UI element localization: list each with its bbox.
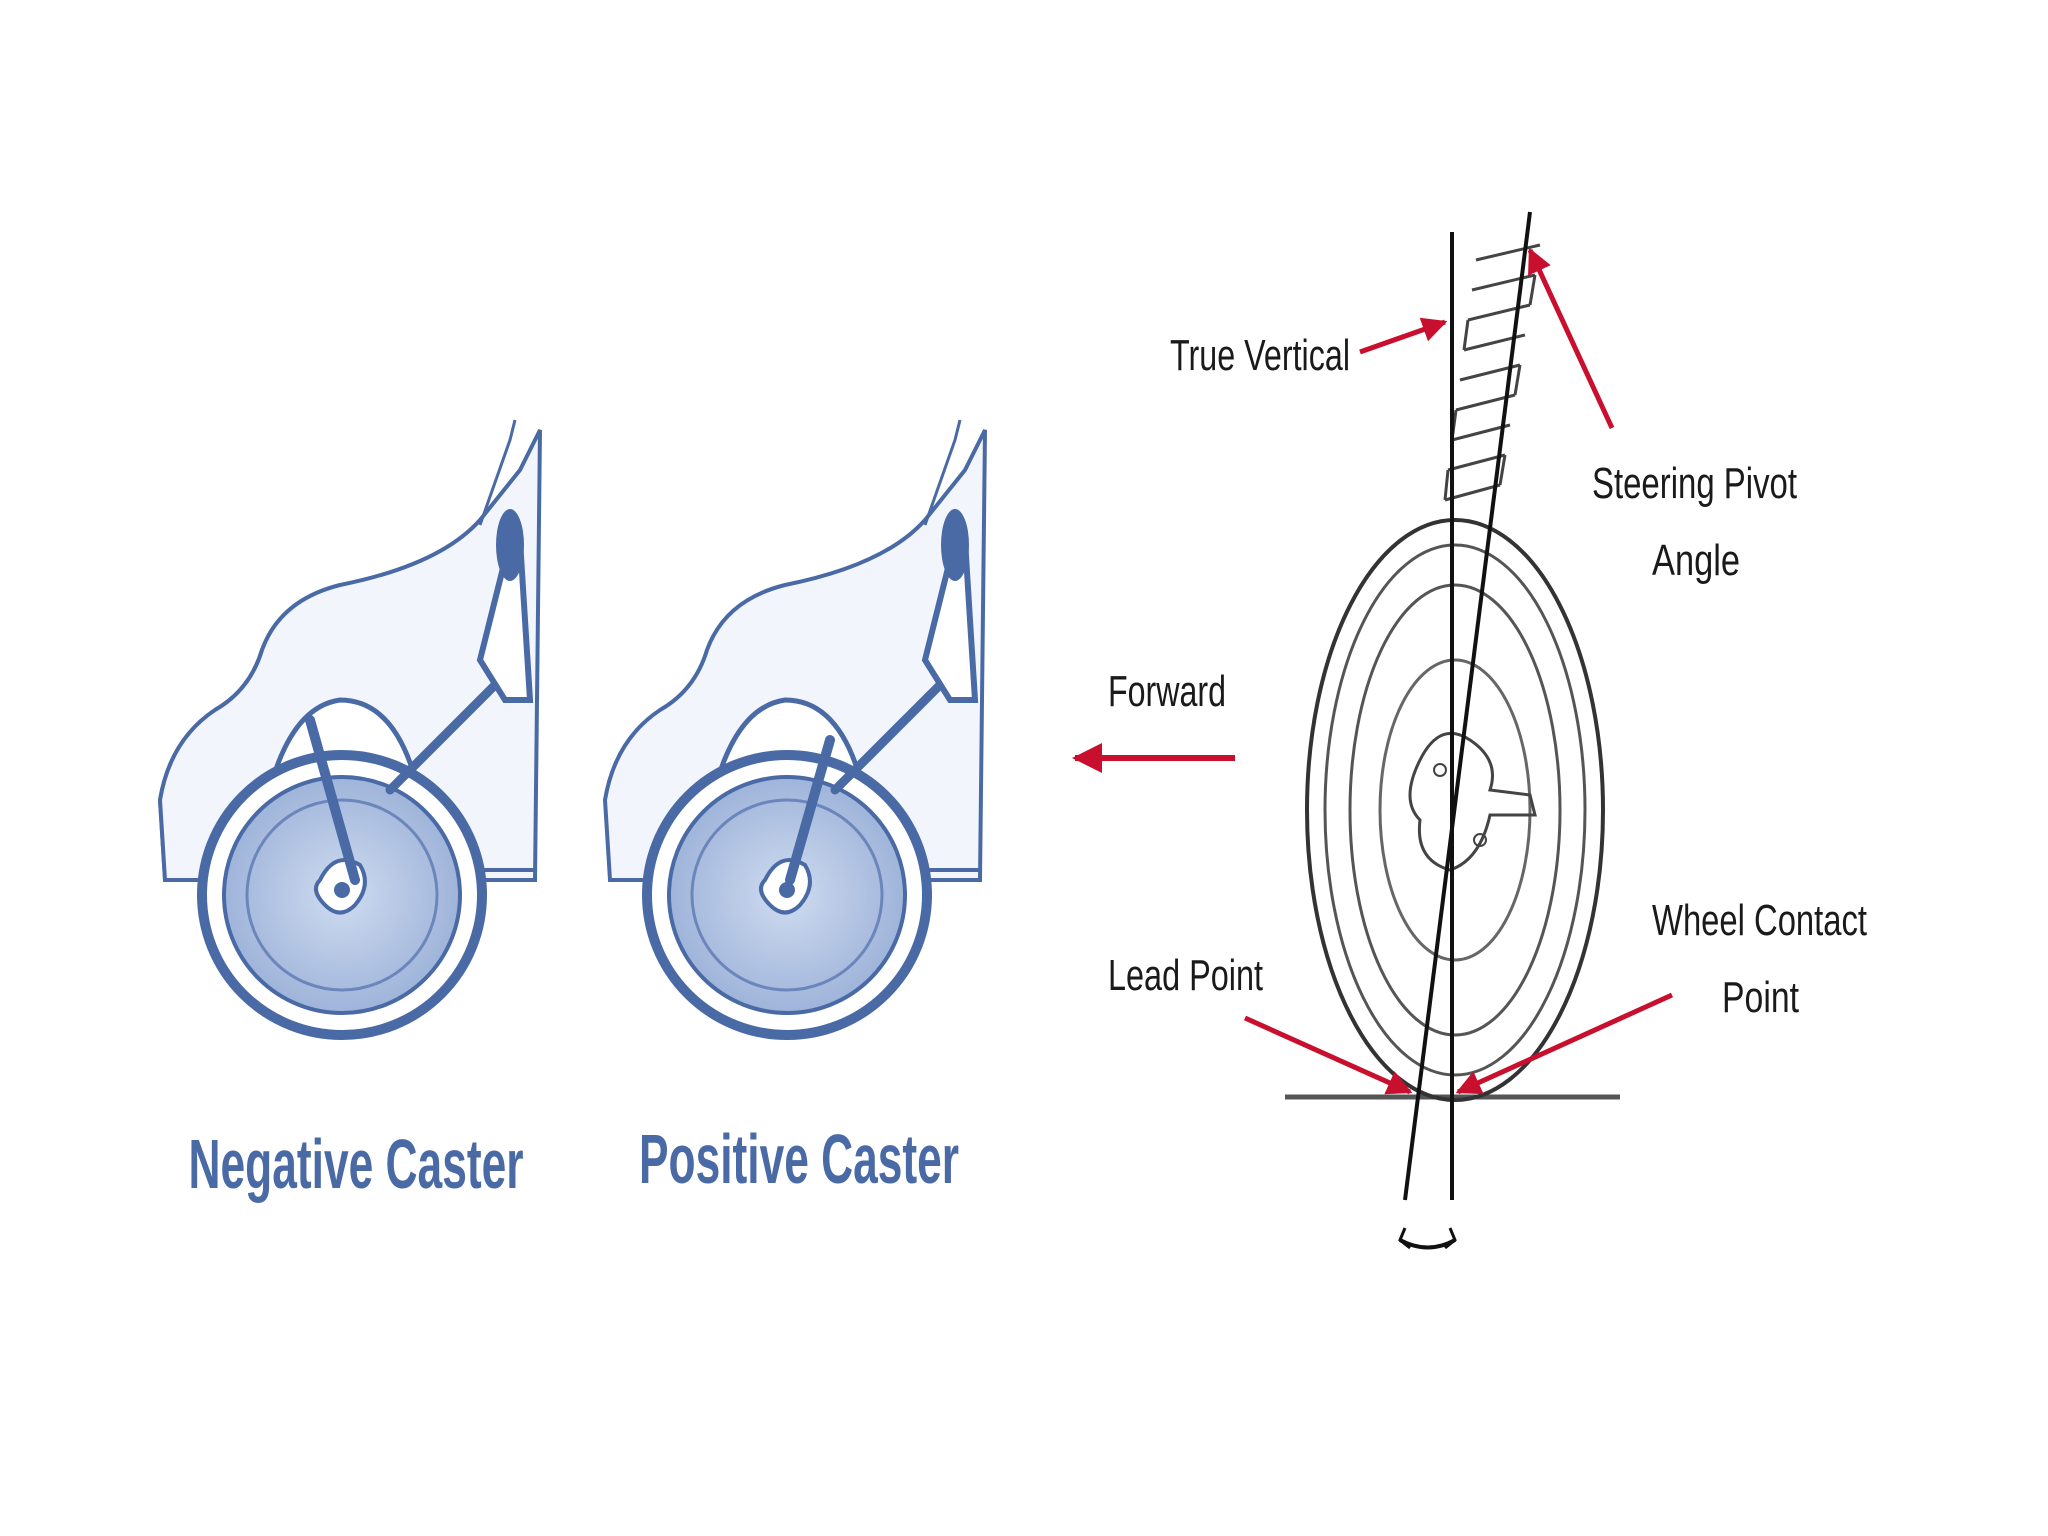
hub-bolt <box>1473 833 1487 847</box>
rim-ring <box>245 798 439 992</box>
strut-mount <box>476 531 534 703</box>
true-vertical-arrow <box>1359 317 1448 355</box>
hub-center <box>334 882 350 898</box>
steering-pivot-label-line1: Steering Pivot <box>1592 459 1797 508</box>
car-body <box>157 429 542 882</box>
control-arm <box>830 675 950 795</box>
hub-center <box>779 882 795 898</box>
forward-label: Forward <box>1108 667 1226 716</box>
positive-caster-label: Positive Caster <box>639 1120 959 1198</box>
wheel-contact-label-line1: Wheel Contact <box>1652 896 1867 945</box>
negative-caster-illustration <box>157 419 542 1040</box>
hub-knuckle <box>1408 731 1537 872</box>
control-arm <box>385 675 505 795</box>
positive-caster-illustration <box>602 419 987 1040</box>
wheel-contact-label-line2: Point <box>1722 973 1799 1022</box>
windshield-line <box>478 419 517 526</box>
rim-outer <box>1348 583 1562 1037</box>
steering-pivot-arrow <box>1527 247 1615 430</box>
steering-pivot-axis-line <box>1403 211 1532 1201</box>
lead-point-arrow <box>1243 1015 1413 1095</box>
lead-point-label: Lead Point <box>1108 951 1263 1000</box>
negative-caster-label: Negative Caster <box>189 1125 524 1203</box>
wheel-contact-arrow <box>1455 992 1674 1095</box>
car-body <box>602 429 987 882</box>
true-vertical-label: True Vertical <box>1170 331 1350 380</box>
coil-spring <box>1443 243 1541 502</box>
tire-inner <box>1323 543 1587 1077</box>
angle-arc-tick <box>1398 1227 1457 1250</box>
rim-ring <box>690 798 884 992</box>
hub-bolt <box>1433 763 1447 777</box>
strut-mount <box>921 531 979 703</box>
steering-axis <box>785 735 835 885</box>
steering-pivot-label-line2: Angle <box>1652 536 1740 585</box>
steering-pivot-diagram: True Vertical Steering Pivot Angle Forwa… <box>1072 211 1867 1250</box>
strut-top <box>941 509 969 581</box>
windshield-line <box>923 419 962 526</box>
strut-top <box>496 509 524 581</box>
tire-outer <box>1305 518 1605 1102</box>
rim-inner <box>1378 658 1532 962</box>
steering-axis <box>305 715 360 885</box>
